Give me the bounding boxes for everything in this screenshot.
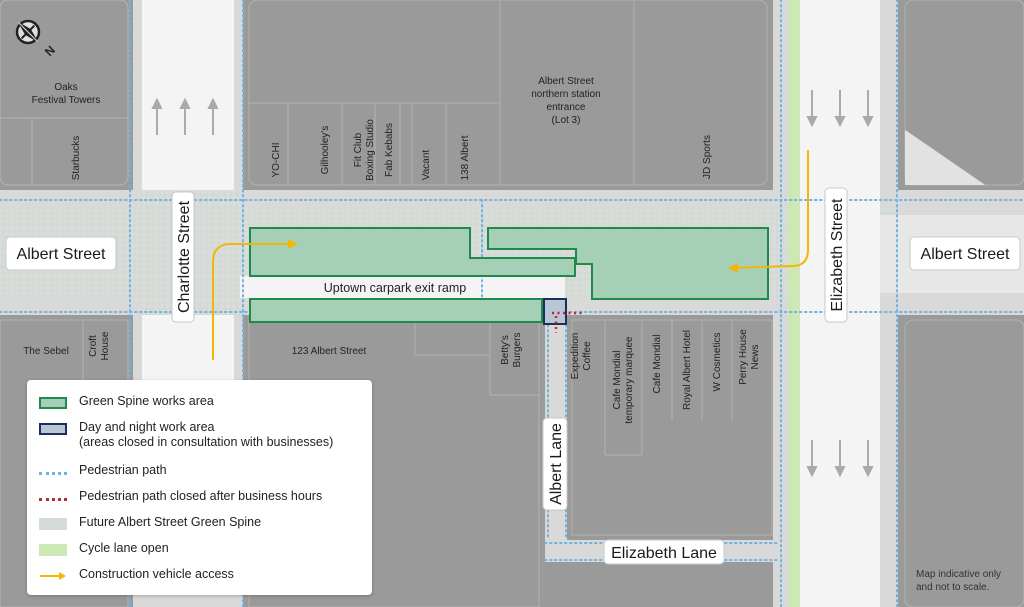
legend-item-future-spine: Future Albert Street Green Spine: [39, 515, 261, 535]
albert123-label: 123 Albert Street: [292, 346, 367, 357]
legend-label: Cycle lane open: [79, 541, 169, 555]
construction-access-arrows: [212, 150, 809, 360]
legend-item-day-night: Day and night work area(areas closed in …: [39, 420, 333, 454]
jdsports-label: JD Sports: [702, 135, 713, 179]
closed-path-swatch: [39, 498, 67, 501]
legend-item-cycle-lane: Cycle lane open: [39, 541, 169, 561]
perry-house-label: Perry HouseNews: [738, 329, 761, 385]
elizabeth-street-label: Elizabeth Street: [829, 198, 846, 312]
croft-label: CroftHouse: [88, 331, 111, 360]
lower-right-triangle: [905, 130, 985, 185]
green-spine-works-area: [249, 227, 769, 323]
cycle-lane-swatch: [39, 544, 67, 556]
albert138-label: 138 Albert: [460, 135, 471, 180]
legend-item-works-area: Green Spine works area: [39, 394, 214, 414]
street-label-boxes: [5, 187, 1021, 565]
fabkebabs-label: Fab Kebabs: [384, 123, 395, 177]
legend-label: Green Spine works area: [79, 394, 214, 408]
exit-ramp-label: Uptown carpark exit ramp: [324, 281, 466, 295]
construction-arrow-icon: [40, 572, 66, 580]
albert-street-label-right: Albert Street: [921, 246, 1010, 263]
lane-arrows: [151, 90, 874, 478]
day-night-swatch: [39, 423, 67, 435]
bettys-label: Betty'sBurgers: [500, 332, 523, 367]
legend-label: Day and night work area(areas closed in …: [79, 420, 334, 449]
albert-street-label-left: Albert Street: [17, 246, 106, 263]
legend-label: Future Albert Street Green Spine: [79, 515, 262, 529]
elizabeth-lane-label: Elizabeth Lane: [611, 545, 717, 562]
yochi-label: YO-CHI: [271, 143, 282, 178]
sebel-label: The Sebel: [23, 346, 69, 357]
mondial-label: Cafe Mondial: [652, 335, 663, 394]
legend-item-pedestrian-path: Pedestrian path: [39, 463, 167, 483]
works-area-swatch: [39, 397, 67, 409]
future-spine-swatch: [39, 518, 67, 530]
north-compass-icon: [15, 19, 41, 45]
wcosmetics-label: W Cosmetics: [712, 333, 723, 392]
cycle-lane: [788, 0, 800, 607]
legend-label: Pedestrian path closed after business ho…: [79, 489, 323, 503]
expedition-label: ExpeditionCoffee: [570, 333, 593, 380]
legend-label: Pedestrian path: [79, 463, 167, 477]
legend-item-construction-access: Construction vehicle access: [39, 567, 234, 587]
pedestrian-path-swatch: [39, 472, 67, 475]
legend-label: Construction vehicle access: [79, 567, 234, 581]
royal-albert-label: Royal Albert Hotel: [682, 330, 693, 410]
legend-item-closed-path: Pedestrian path closed after business ho…: [39, 489, 322, 509]
charlotte-street-label: Charlotte Street: [176, 200, 193, 313]
gilhooleys-label: Gilhooley's: [320, 126, 331, 175]
mondial-marquee-label: Cafe Mondialtemporary marquee: [612, 336, 635, 424]
legend: Green Spine works area Day and night wor…: [27, 380, 372, 595]
fitclub-label: Fit ClubBoxing Studio: [353, 119, 376, 181]
vacant-label: Vacant: [421, 150, 432, 181]
starbucks-label: Starbucks: [71, 136, 82, 180]
albert-lane-label: Albert Lane: [548, 423, 565, 505]
day-night-work-area: [543, 298, 567, 325]
